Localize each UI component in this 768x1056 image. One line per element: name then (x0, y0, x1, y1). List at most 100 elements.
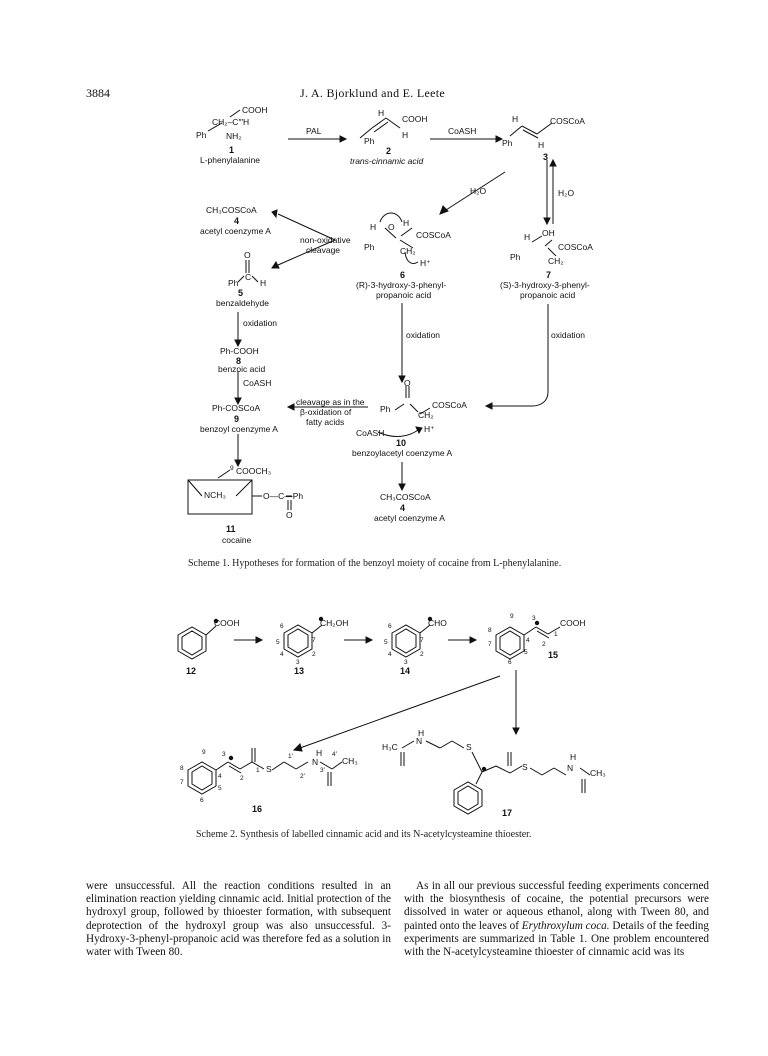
c10-o: O (404, 378, 411, 388)
atom-num-7d: 7 (180, 779, 184, 786)
compound-9-number: 9 (234, 414, 240, 424)
compound-6-name-2: propanoic acid (376, 290, 432, 300)
running-title: J. A. Bjorklund and E. Leete (300, 86, 446, 100)
nonoxidative-label: non-oxidative (300, 235, 351, 245)
compound-3-number: 3 (543, 152, 549, 162)
c11-cooch3: COOCH₃ (236, 466, 272, 476)
compound-10-number: 10 (396, 438, 407, 448)
c11-o: O (286, 510, 293, 520)
c10-hplus: H⁺ (424, 424, 435, 434)
compound-13-number: 13 (294, 666, 305, 676)
atom-num-4a: 4 (280, 651, 284, 658)
atom-num-4b: 4 (388, 651, 392, 658)
scheme-2-caption: Scheme 2. Synthesis of labelled cinnamic… (196, 829, 532, 840)
compound-4-name: acetyl coenzyme A (200, 226, 271, 236)
c7-h: H (524, 232, 531, 242)
c17-s: S (466, 742, 472, 752)
atom-num-3b: 3 (404, 659, 408, 666)
cleavage-note-3: fatty acids (306, 417, 345, 427)
compound-10-name: benzoylacetyl coenzyme A (352, 448, 453, 458)
c7-coscoa: COSCoA (558, 242, 593, 252)
c5-o: O (244, 250, 251, 260)
c17-n2: N (567, 763, 574, 773)
c2-h: H (378, 108, 385, 118)
compound-8-number: 8 (236, 356, 242, 366)
compound-14-number: 14 (400, 666, 411, 676)
c3-h: H (512, 114, 519, 124)
c3-h2: H (538, 140, 545, 150)
compound-5-name: benzaldehyde (216, 298, 269, 308)
compound-2-number: 2 (386, 146, 392, 156)
cleavage-note-1: cleavage as in the (296, 397, 365, 407)
compound-17-number: 17 (502, 808, 513, 818)
c3-coscoa: COSCoA (550, 116, 585, 126)
c11-nine: 9 (230, 465, 234, 472)
c1-ch2: CH₂–C″′H (212, 117, 250, 127)
body-right-column: As in all our previous successful feedin… (404, 880, 709, 959)
c7-ph: Ph (510, 252, 521, 262)
atom-num-1p: 1′ (288, 753, 293, 760)
c6-h: H (370, 222, 377, 232)
compound-4-number: 4 (234, 216, 240, 226)
compound-12-number: 12 (186, 666, 197, 676)
c17-n: N (416, 736, 423, 746)
c7-oh: OH (542, 228, 555, 238)
scheme-1-caption: Scheme 1. Hypotheses for formation of th… (188, 558, 562, 569)
c6-hplus: H⁺ (420, 258, 431, 268)
oxidation-label-2: oxidation (406, 330, 441, 340)
c17-h2: H (570, 752, 577, 762)
atom-num-4c: 4 (526, 637, 530, 644)
compound-11-name: cocaine (222, 535, 252, 545)
page-number: 3884 (86, 86, 110, 100)
c8-formula: Ph-COOH (220, 346, 259, 356)
atom-num-5a: 5 (276, 639, 280, 646)
c2-h2: H (402, 130, 409, 140)
coash-label-1: CoASH (448, 126, 477, 136)
c16-ch3: CH₃ (342, 756, 358, 766)
h2o-right: H₂O (558, 188, 575, 198)
atom-num-6b: 6 (388, 623, 392, 630)
h2o-left: H₂O (470, 186, 487, 196)
c13-ch2oh: CH₂OH (320, 618, 349, 628)
c17-s2: S (522, 762, 528, 772)
compound-8-name: benzoic acid (218, 364, 266, 374)
compound-1-name: L-phenylalanine (200, 155, 261, 165)
atom-num-3a: 3 (296, 659, 300, 666)
compound-7-name-1: (S)-3-hydroxy-3-phenyl- (500, 280, 590, 290)
c4-formula: CH₃COSCoA (206, 205, 257, 215)
compound-7-number: 7 (546, 270, 552, 280)
c7-ch2: CH₂ (548, 256, 564, 266)
c14-cho: CHO (428, 618, 447, 628)
compound-9-name: benzoyl coenzyme A (200, 424, 278, 434)
c12-cooh: COOH (214, 618, 240, 628)
atom-num-3p: 3′ (320, 767, 325, 774)
c1-ph: Ph (196, 130, 207, 140)
atom-num-9c: 9 (510, 613, 514, 620)
c6-ph: Ph (364, 242, 375, 252)
c11-ester: O—C—Ph (263, 491, 304, 501)
compound-5-number: 5 (238, 288, 244, 298)
c2-ph: Ph (364, 136, 375, 146)
c9-formula: Ph-COSCoA (212, 403, 261, 413)
c15-cooh: COOH (560, 618, 586, 628)
atom-num-1d: 1 (256, 767, 260, 774)
atom-num-7b: 7 (420, 637, 424, 644)
body-left-column: were unsuccessful. All the reaction cond… (86, 880, 391, 959)
atom-num-4d: 4 (218, 773, 222, 780)
bond (229, 109, 241, 118)
c16-n: N (312, 757, 319, 767)
oxidation-label-1: oxidation (243, 318, 278, 328)
compound-11-number: 11 (226, 524, 236, 534)
atom-num-3d: 3 (222, 751, 226, 758)
atom-num-4p: 4′ (332, 751, 337, 758)
c4b-formula: CH₃COSCoA (380, 492, 431, 502)
atom-num-3c: 3 (532, 615, 536, 622)
atom-num-8d: 8 (180, 765, 184, 772)
cleavage-label: cleavage (306, 245, 341, 255)
atom-num-6c: 6 (508, 659, 512, 666)
compound-6-name-1: (R)-3-hydroxy-3-phenyl- (356, 280, 447, 290)
compound-16-number: 16 (252, 804, 263, 814)
c3-ph: Ph (502, 138, 513, 148)
c6-o: O (388, 222, 395, 232)
